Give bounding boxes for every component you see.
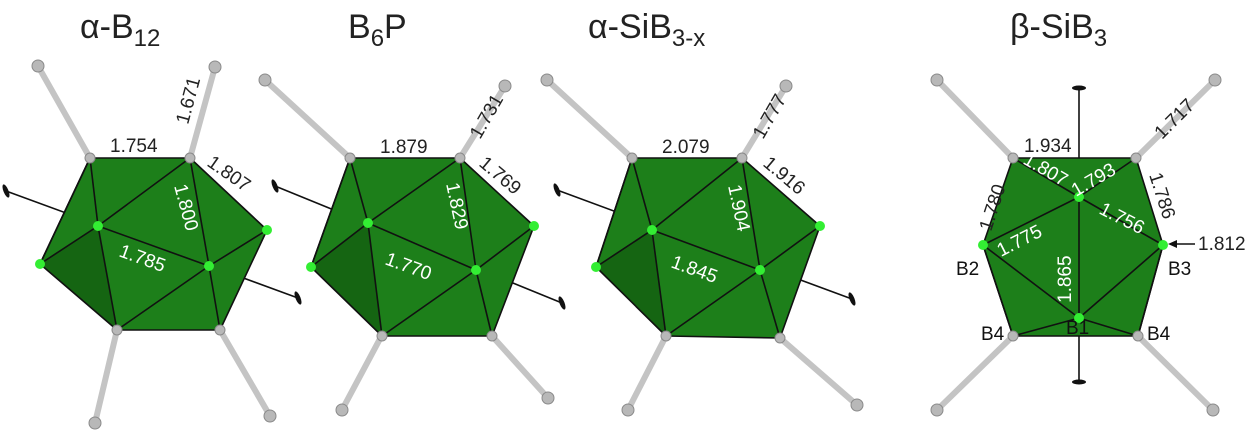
site-label-b3: B3	[1168, 259, 1191, 280]
panel-title: β-SiB3	[1010, 8, 1107, 52]
panel-title: α-B12	[80, 8, 160, 52]
atoms	[258, 73, 555, 417]
panel-alpha-b12: α-B12	[2, 8, 302, 430]
bond-length-exo: 1.731	[466, 91, 508, 143]
atoms	[540, 73, 864, 417]
bond-length-top: 2.079	[662, 137, 710, 158]
site-label-b1: B1	[1066, 318, 1089, 339]
bond-length-top: 1.934	[1024, 136, 1072, 157]
panel-beta-sib3: β-SiB3	[930, 8, 1246, 417]
panel-title: B6P	[348, 8, 407, 52]
exo-bonds	[544, 77, 860, 413]
panel-alpha-sib3-x: α-SiB3-x	[540, 8, 864, 417]
icosahedron	[595, 157, 821, 339]
bond-length-arrow: 1.812	[1198, 234, 1246, 255]
bond-length-exo: 1.777	[749, 91, 791, 143]
panel-b6p: B6P	[258, 8, 566, 417]
arrow-pointer	[1168, 240, 1195, 248]
atoms	[31, 59, 277, 430]
exo-bonds	[262, 77, 551, 413]
icosahedron	[310, 157, 535, 337]
atoms	[930, 73, 1222, 417]
exo-bonds	[934, 77, 1218, 413]
site-label-b4-right: B4	[1147, 324, 1171, 345]
bond-length-top: 1.754	[110, 136, 158, 157]
bond-length-top: 1.879	[380, 137, 428, 158]
site-label-b2: B2	[956, 259, 979, 280]
exo-bonds	[35, 63, 273, 426]
bond-length-vertical: 1.865	[1055, 255, 1076, 303]
panel-title: α-SiB3-x	[588, 8, 705, 52]
site-label-b4-left: B4	[981, 324, 1005, 345]
